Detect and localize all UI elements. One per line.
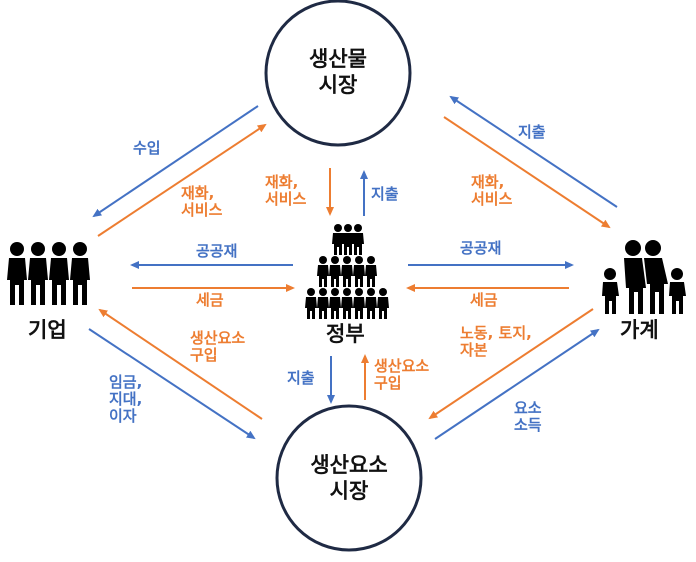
product-market-circle — [264, 0, 412, 147]
label-product-to-household-goods: 재화, 서비스 — [471, 173, 513, 208]
label-household-to-factor-inputs: 노동, 토지, 자본 — [460, 324, 532, 359]
label-gov-to-product-spending: 지출 — [371, 185, 399, 203]
label-household-to-product-spending: 지출 — [518, 123, 546, 141]
product-market-title: 생산물 시장 — [309, 47, 367, 97]
group-of-people-icon — [7, 242, 90, 305]
arrow-product-to-household-goods — [443, 116, 611, 229]
label-firm-to-product-goods: 재화, 서비스 — [181, 184, 223, 219]
label-product-to-firm-revenue: 수입 — [133, 139, 161, 157]
label-gov-to-firm-public-goods: 공공재 — [196, 242, 238, 260]
arrow-factor-to-firm-purchase — [98, 308, 263, 420]
label-household-to-gov-tax: 세금 — [470, 291, 498, 309]
arrow-product-to-firm-revenue — [92, 105, 259, 218]
government-label: 정부 — [326, 322, 365, 346]
household-label: 가계 — [620, 318, 659, 342]
label-firm-to-gov-tax: 세금 — [196, 291, 224, 309]
label-gov-to-factor-spending: 지출 — [287, 369, 315, 387]
firm-label: 기업 — [28, 318, 67, 342]
label-factor-to-household-income: 요소 소득 — [514, 399, 542, 434]
factor-market-circle — [275, 404, 423, 552]
arrow-factor-to-household-income — [434, 328, 600, 440]
pyramid-of-people-icon — [305, 224, 389, 319]
label-factor-to-gov-purchase: 생산요소 구입 — [374, 357, 430, 392]
arrow-household-to-factor-inputs — [428, 308, 594, 420]
label-firm-to-factor-payment: 임금, 지대, 이자 — [109, 373, 143, 425]
factor-market-title: 생산요소 시장 — [310, 453, 388, 503]
arrow-household-to-product-spending — [449, 95, 618, 208]
family-icon — [602, 240, 686, 314]
label-gov-to-household-public-goods: 공공재 — [460, 239, 502, 257]
arrow-firm-to-product-goods — [97, 123, 267, 237]
label-factor-to-firm-purchase: 생산요소 구입 — [190, 329, 246, 364]
label-product-to-gov-goods: 재화, 서비스 — [265, 173, 307, 208]
arrow-firm-to-factor-payment — [88, 328, 256, 440]
